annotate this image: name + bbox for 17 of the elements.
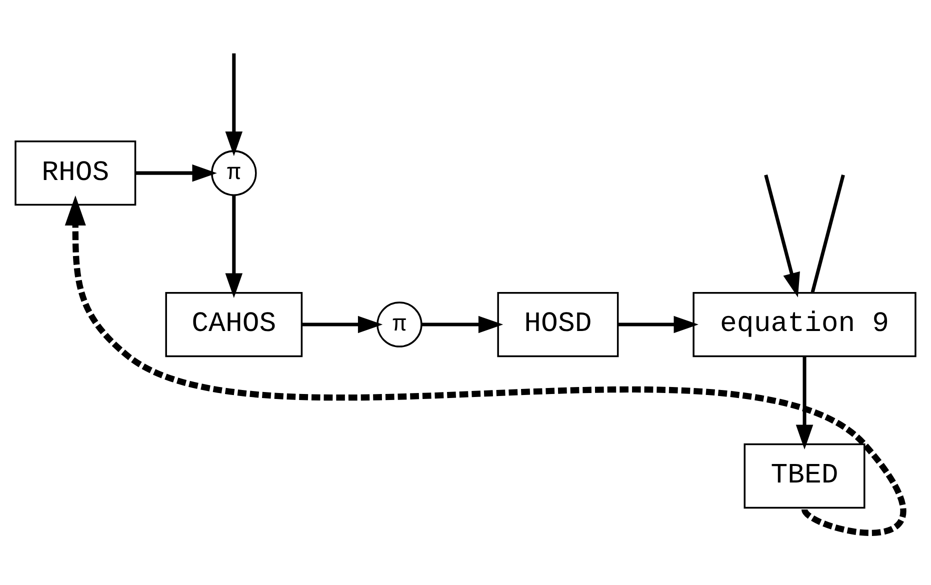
arrow [422,315,504,333]
node-box: equation 9 [692,291,916,357]
arrow [796,356,814,449]
arrow [302,315,383,333]
connector [810,174,845,292]
node-circle: π [211,150,257,196]
arrow [135,164,217,182]
arrow [618,315,698,333]
node-circle: π [376,301,422,347]
arrow [764,174,800,297]
arrow [64,194,906,536]
node-box: RHOS [14,140,136,206]
node-box: HOSD [497,291,619,357]
node-box: CAHOS [165,291,303,357]
arrow [225,52,243,156]
arrow [225,194,243,298]
node-box: TBED [744,442,866,508]
